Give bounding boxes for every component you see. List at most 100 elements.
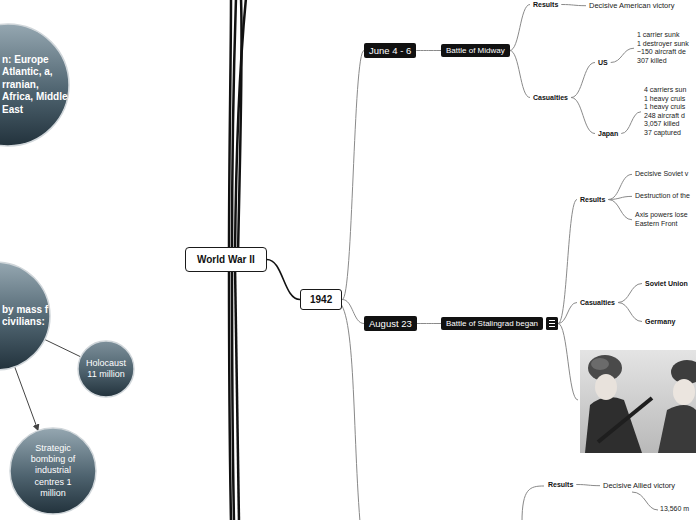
trunk-line xyxy=(232,266,234,520)
branch-heading: Soviet Union xyxy=(642,279,691,288)
node-text: US xyxy=(595,58,611,67)
node-text: June 4 - 6 xyxy=(364,43,416,58)
date-tag: Battle of Stalingrad began xyxy=(441,317,558,330)
detail-label: 13,560 m xyxy=(660,505,689,512)
date-tag: Battle of Midway xyxy=(441,44,510,57)
node-text: Battle of Stalingrad began xyxy=(441,317,543,330)
connector xyxy=(416,50,441,51)
node-text: Soviet Union xyxy=(642,279,691,288)
connector xyxy=(561,5,586,6)
photo-branch xyxy=(558,324,578,401)
connector xyxy=(571,98,595,134)
date-tag: June 4 - 6 xyxy=(364,43,416,58)
node-text: Casualties xyxy=(577,298,618,307)
circle-text-holder: n: Europe Atlantic, a, rranian, Africa, … xyxy=(2,23,70,147)
circle-outline xyxy=(78,341,134,397)
node-text: 1 heavy cruis xyxy=(641,95,689,104)
node-text: 4 carriers sun xyxy=(641,86,689,95)
node-text: Results xyxy=(545,480,576,489)
node-text: Destruction of the xyxy=(632,191,693,202)
node-text: by mass f civilians: xyxy=(2,304,50,329)
date-tag: August 23 xyxy=(364,316,417,331)
branch-heading: Casualties xyxy=(530,93,571,102)
branch-heading: Results xyxy=(530,0,561,9)
node-text: 37 captured xyxy=(641,129,689,138)
node-text: Decisive American victory xyxy=(586,0,677,11)
node-text: 248 aircraft d xyxy=(641,112,689,121)
connector xyxy=(608,196,632,199)
connector xyxy=(342,51,364,300)
connector xyxy=(558,303,577,324)
note-icon xyxy=(546,317,558,330)
topic-circle: by mass f civilians: xyxy=(0,261,51,371)
connector xyxy=(510,5,530,51)
branch-text: Decisive American victory xyxy=(586,0,677,11)
branch-heading: US xyxy=(595,58,611,67)
branch-heading: Casualties xyxy=(577,298,618,307)
connector xyxy=(342,300,364,324)
connector xyxy=(618,303,642,322)
topic-circle: Strategic bombing of industrial centres … xyxy=(9,427,97,515)
node-text: Germany xyxy=(642,317,678,326)
branch-heading: Germany xyxy=(642,317,678,326)
photo xyxy=(580,350,696,453)
node-text: August 23 xyxy=(364,316,417,331)
trunk-line xyxy=(235,0,246,255)
node-text: ~150 aircraft de xyxy=(634,48,692,57)
branch-heading: Japan xyxy=(595,129,621,138)
circle-text-holder: Strategic bombing of industrial centres … xyxy=(22,427,84,515)
node-text: 1 heavy cruis xyxy=(641,103,689,112)
node-text: Results xyxy=(530,0,561,9)
connector xyxy=(15,367,39,431)
connector xyxy=(621,112,641,134)
year-box: 1942 xyxy=(300,289,342,310)
branch-text: Decisive Soviet v xyxy=(632,169,691,180)
circle-text-holder: by mass f civilians: xyxy=(2,261,50,371)
node-text: 3,057 killed xyxy=(641,120,689,129)
connector xyxy=(45,339,81,356)
circle-outline xyxy=(0,24,69,146)
node-text: n: Europe Atlantic, a, rranian, Africa, … xyxy=(2,54,70,117)
branch-text: Axis powers lose Eastern Front xyxy=(632,210,694,230)
branch-line xyxy=(522,486,544,520)
circle-text-holder: Holocaust 11 million xyxy=(81,340,131,398)
node-text: 1942 xyxy=(300,289,342,310)
node-text: Casualties xyxy=(530,93,571,102)
detail-list: 1 carrier sunk1 destroyer sunk~150 aircr… xyxy=(634,31,692,65)
node-text: Battle of Midway xyxy=(441,44,510,57)
connector xyxy=(608,200,632,220)
circle-outline xyxy=(10,428,96,514)
topic-circle: Holocaust 11 million xyxy=(77,340,135,398)
trunk-line xyxy=(238,0,242,255)
node-text: 1 destroyer sunk xyxy=(634,40,692,49)
branch-text: Decisive Allied victory xyxy=(600,480,678,491)
connector xyxy=(618,284,642,303)
connector xyxy=(267,260,300,300)
topic-circle: n: Europe Atlantic, a, rranian, Africa, … xyxy=(0,23,70,147)
node-text: Strategic bombing of industrial centres … xyxy=(22,443,84,499)
connector xyxy=(510,51,530,98)
branch-text: Destruction of the xyxy=(632,191,693,202)
trunk-line xyxy=(229,266,231,520)
node-text: Decisive Soviet v xyxy=(632,169,691,180)
trunk-line xyxy=(235,266,239,520)
branch-line xyxy=(335,300,360,520)
connector xyxy=(571,63,595,98)
node-text: Decisive Allied victory xyxy=(600,480,678,491)
node-text: Japan xyxy=(595,129,621,138)
node-text: World War II xyxy=(185,247,267,272)
node-text: Holocaust 11 million xyxy=(81,358,131,381)
branch-heading: Results xyxy=(577,195,608,204)
node-text: 307 killed xyxy=(634,57,692,66)
node-text: Results xyxy=(577,195,608,204)
connector xyxy=(611,48,634,62)
node-text: 1 carrier sunk xyxy=(634,31,692,40)
connector xyxy=(608,174,632,199)
branch-heading: Results xyxy=(545,480,576,489)
connector xyxy=(417,323,441,324)
trunk-line xyxy=(229,0,231,255)
detail-list: 4 carriers sun1 heavy cruis1 heavy cruis… xyxy=(641,86,689,138)
